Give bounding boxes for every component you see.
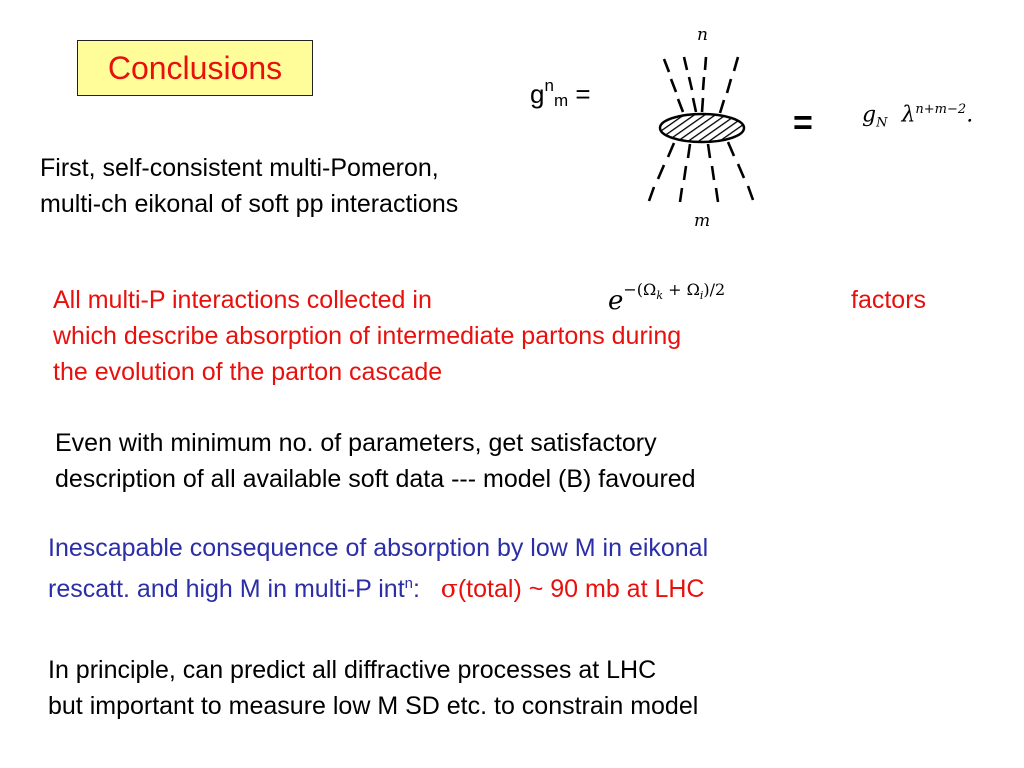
coupling-sup-n: n <box>544 76 554 95</box>
blob-vertex <box>658 112 746 144</box>
rhs-exponent: n+m−2 <box>915 102 967 117</box>
title-box: Conclusions <box>77 40 313 96</box>
coupling-g: g <box>530 79 545 109</box>
paragraph-first-line-2: multi-ch eikonal of soft pp interactions <box>40 190 459 218</box>
page-title: Conclusions <box>107 49 283 86</box>
exp-tail: )/2 <box>703 280 726 299</box>
paragraph-predict: In principle, can predict all diffractiv… <box>48 652 698 724</box>
exp-formula: e−(Ωk + Ωi)/2 <box>608 280 725 316</box>
rhs-period: . <box>966 102 974 128</box>
coupling-eq: = <box>568 79 591 109</box>
rhs-g-sub: N <box>876 115 888 131</box>
paragraph-multi-p-line-2: which describe absorption of intermediat… <box>53 322 682 350</box>
diagram-lower-lines <box>647 141 755 203</box>
paragraph-first: First, self-consistent multi-Pomeron, mu… <box>40 150 458 222</box>
exp-sub-k: k <box>656 289 663 303</box>
sigma-glyph: σ <box>440 574 458 603</box>
sigma-total-text: (total) ~ 90 mb at LHC <box>457 575 705 603</box>
pomeron-vertex-diagram: n m <box>647 25 755 231</box>
paragraph-inescapable-line-1: Inescapable consequence of absorption by… <box>48 534 709 562</box>
paragraph-multi-p: All multi-P interactions collected in wh… <box>53 282 681 390</box>
int-sup-n: n <box>404 575 413 592</box>
int-colon: : <box>412 575 420 603</box>
paragraph-parameters-line-1: Even with minimum no. of parameters, get… <box>55 429 657 457</box>
paragraph-inescapable-line-2-text: rescatt. and high M in multi-P int <box>48 575 405 603</box>
diagram-bottom-label: m <box>694 211 710 231</box>
exp-base: e <box>608 286 624 316</box>
rhs-lambda: λ <box>901 102 916 128</box>
paragraph-parameters-line-2: description of all available soft data -… <box>55 465 696 493</box>
paragraph-multi-p-line-3: the evolution of the parton cascade <box>53 358 443 386</box>
sigma-total: σ(total) ~ 90 mb at LHC <box>440 574 705 603</box>
paragraph-inescapable-line-2: rescatt. and high M in multi-P intn: σ(t… <box>48 566 708 607</box>
exp-exponent-start: −(Ω <box>623 280 657 299</box>
paragraph-predict-line-2: but important to measure low M SD etc. t… <box>48 692 699 720</box>
paragraph-parameters: Even with minimum no. of parameters, get… <box>55 425 696 497</box>
exp-plus: + Ω <box>662 280 700 299</box>
rhs-formula: gN λn+m−2. <box>862 102 973 131</box>
equals-sign: = <box>793 104 813 142</box>
paragraph-predict-line-1: In principle, can predict all diffractiv… <box>48 656 657 684</box>
exp-exponent: −(Ωk + Ωi)/2 <box>623 280 726 303</box>
diagram-top-label: n <box>697 25 708 45</box>
coupling-gnm: gnm = <box>530 76 591 111</box>
paragraph-inescapable: Inescapable consequence of absorption by… <box>48 530 708 607</box>
exp-sub-i: i <box>699 289 704 303</box>
coupling-sub-m: m <box>553 91 569 110</box>
factors-word: factors <box>851 286 927 314</box>
diagram-upper-lines <box>662 56 740 114</box>
paragraph-multi-p-line-1: All multi-P interactions collected in <box>53 286 432 314</box>
rhs-g: g <box>862 102 877 128</box>
paragraph-first-line-1: First, self-consistent multi-Pomeron, <box>40 154 439 182</box>
